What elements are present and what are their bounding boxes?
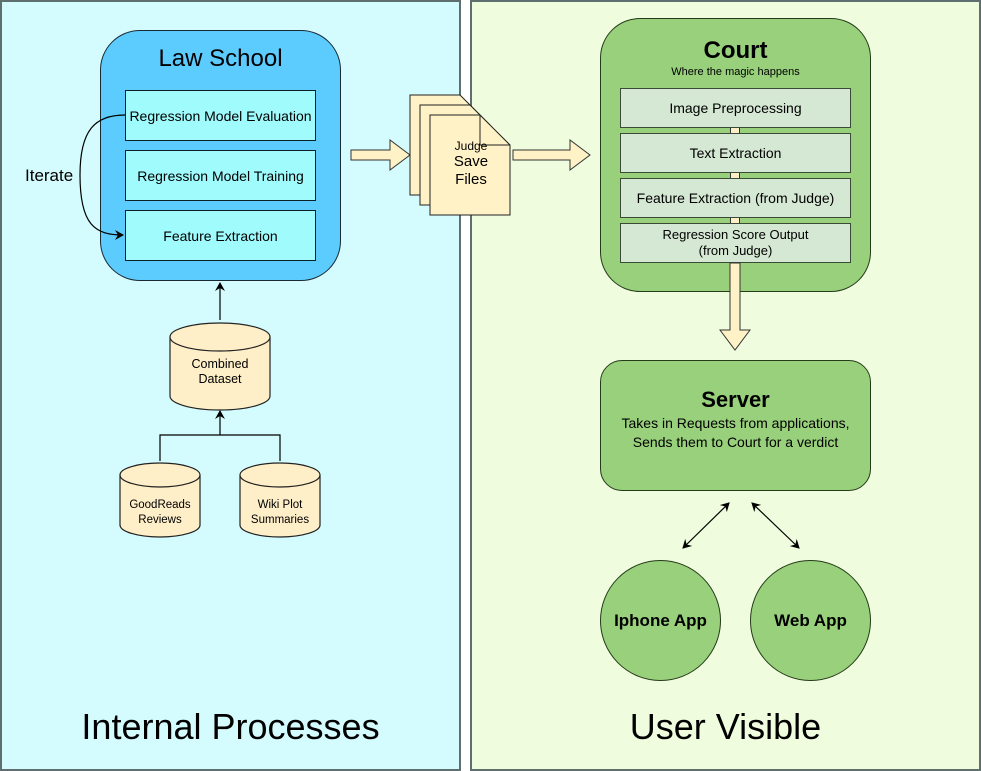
wiki-plot-summaries-label: Wiki Plot Summaries [240, 498, 320, 528]
iterate-label: Iterate [25, 166, 74, 185]
combined-dataset-label: Combined Dataset [170, 357, 270, 387]
court-step-label: Feature Extraction (from Judge) [636, 190, 835, 206]
internal-processes-title: Internal Processes [81, 706, 380, 747]
wiki-label-line2: Summaries [250, 514, 310, 526]
server-description-line2: Sends them to Court for a verdict [632, 434, 839, 450]
law-school-title: Law School [158, 45, 283, 72]
web-app-label: Web App [774, 610, 847, 630]
combined-dataset-label-line2: Dataset [198, 372, 242, 386]
court-step-regression-output[interactable]: Regression Score Output (from Judge) [620, 223, 851, 263]
iphone-app-label: Iphone App [614, 610, 707, 630]
server-container[interactable]: Server Takes in Requests from applicatio… [600, 360, 871, 491]
web-app-node[interactable]: Web App [750, 560, 871, 681]
court-step-label: Text Extraction [689, 145, 782, 161]
court-step-feature-extraction[interactable]: Feature Extraction (from Judge) [620, 178, 851, 218]
judge-label-line1: Judge [454, 139, 488, 153]
court-subtitle: Where the magic happens [671, 66, 800, 78]
court-step-image-preprocessing[interactable]: Image Preprocessing [620, 88, 851, 128]
law-step-evaluation[interactable]: Regression Model Evaluation [125, 90, 316, 141]
court-step-label: Image Preprocessing [669, 100, 802, 116]
court-step-label-sub: (from Judge) [698, 243, 773, 258]
court-step-text-extraction[interactable]: Text Extraction [620, 133, 851, 173]
court-step-label: Regression Score Output [662, 227, 809, 242]
server-title: Server [701, 387, 770, 412]
judge-label-line3: Files [455, 171, 487, 188]
goodreads-label-line2: Reviews [138, 514, 182, 526]
law-step-feature-extraction[interactable]: Feature Extraction [125, 210, 316, 261]
combined-dataset-label-line1: Combined [191, 357, 249, 371]
law-step-training[interactable]: Regression Model Training [125, 150, 316, 201]
server-description-line1: Takes in Requests from applications, [621, 415, 850, 431]
court-title: Court [703, 37, 768, 64]
user-visible-title: User Visible [629, 706, 822, 747]
court-connector [730, 125, 740, 135]
court-connector [730, 170, 740, 180]
wiki-label-line1: Wiki Plot [257, 499, 303, 511]
judge-label-line2: Save [453, 153, 489, 170]
iphone-app-node[interactable]: Iphone App [600, 560, 721, 681]
judge-save-files-label: Judge Save Files [432, 140, 510, 189]
court-connector [730, 215, 740, 225]
goodreads-reviews-label: GoodReads Reviews [120, 498, 200, 528]
goodreads-label-line1: GoodReads [129, 499, 191, 511]
